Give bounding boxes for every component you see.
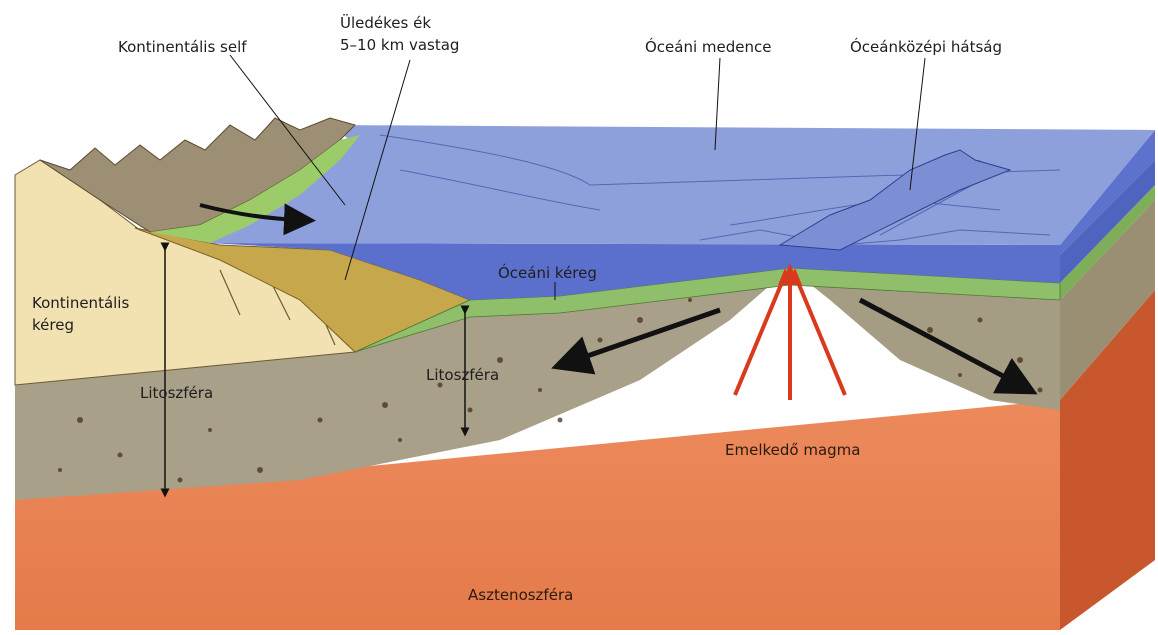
label-sediment-wedge-1: Üledékes ék [340,13,431,32]
label-asthenosphere: Asztenoszféra [468,586,573,604]
label-lithosphere-mid: Litoszféra [426,366,499,384]
label-continental-crust-1: Kontinentális [32,294,129,312]
label-continental-crust-2: kéreg [32,316,74,334]
label-lithosphere-left: Litoszféra [140,384,213,402]
label-sediment-wedge-2: 5–10 km vastag [340,36,459,54]
label-ocean-basin: Óceáni medence [645,37,772,56]
label-mid-ocean-ridge: Óceánközépi hátság [850,37,1002,56]
label-rising-magma: Emelkedő magma [725,441,860,459]
label-oceanic-crust: Óceáni kéreg [498,263,597,282]
label-continental-shelf: Kontinentális self [118,38,247,56]
